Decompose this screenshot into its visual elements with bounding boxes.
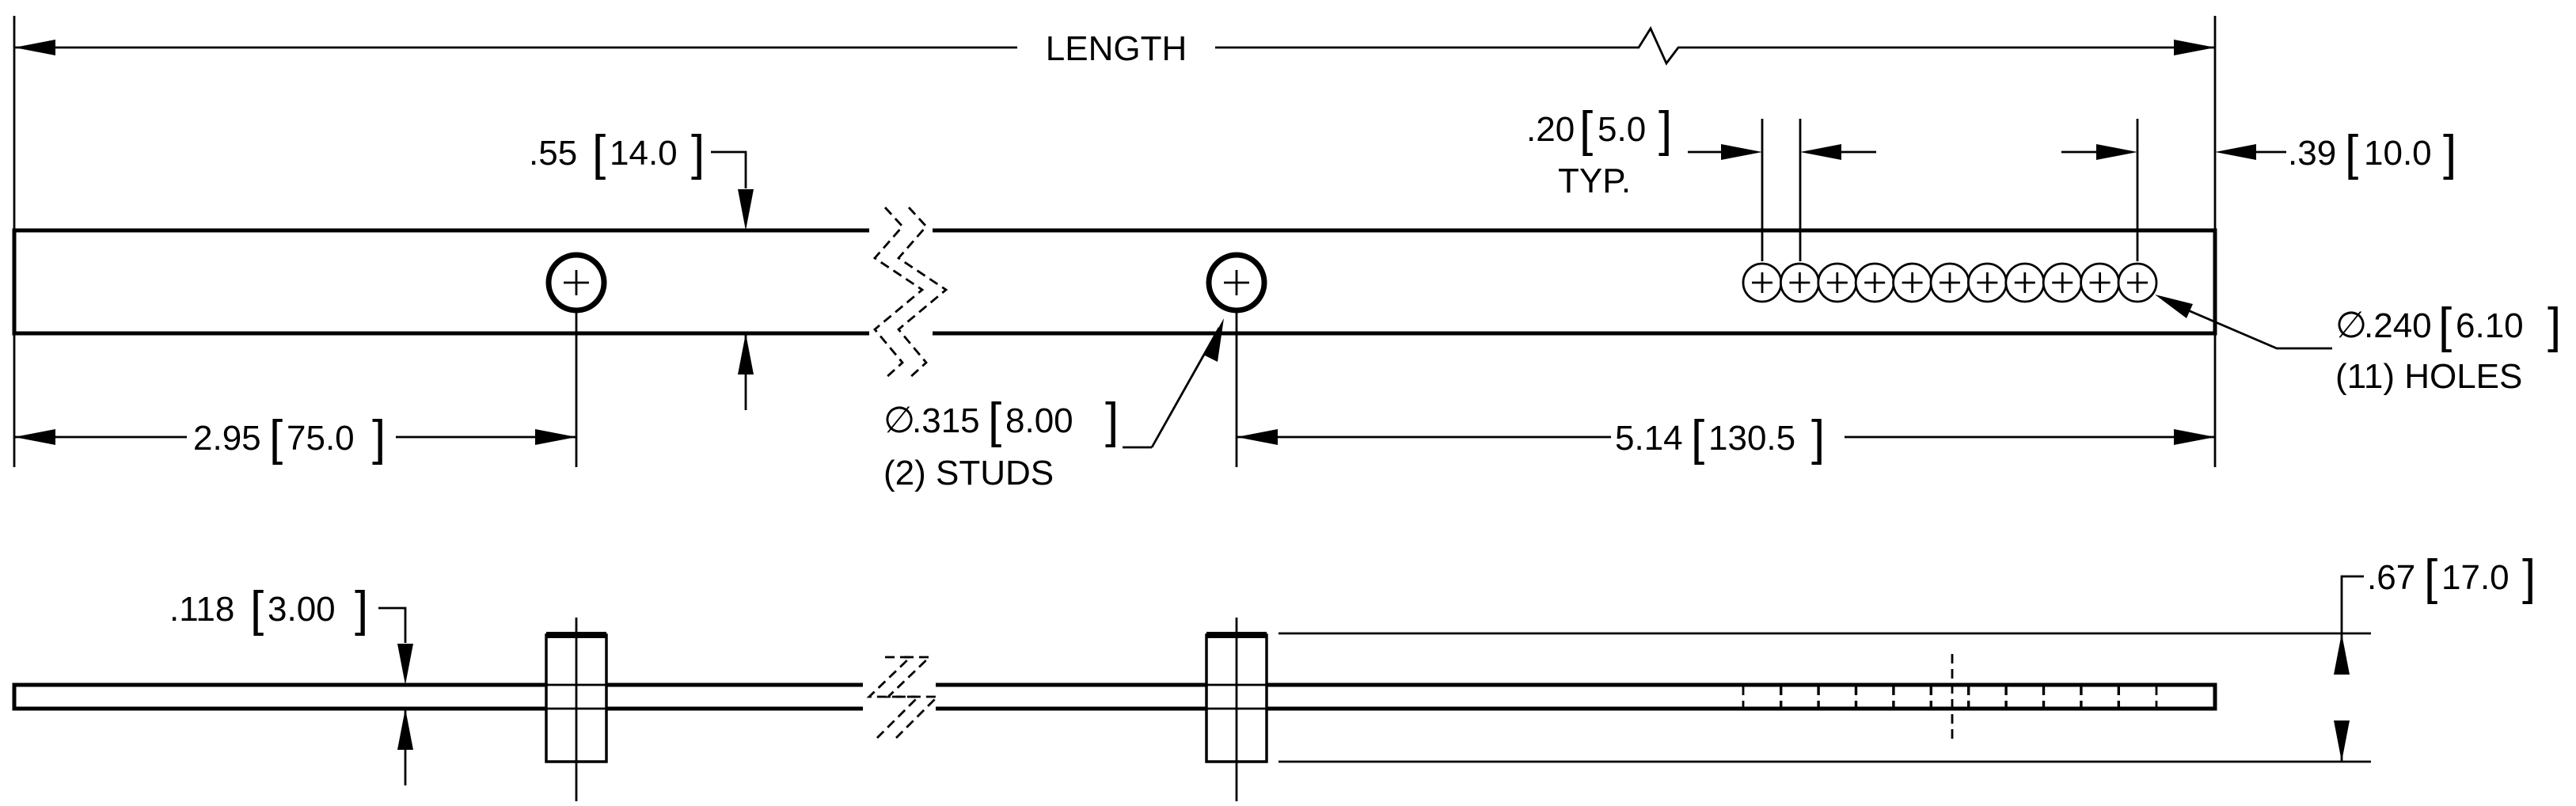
end-offset-mm: 10.0	[2364, 134, 2432, 173]
svg-text:]: ]	[2548, 298, 2561, 353]
length-label: LENGTH	[1046, 29, 1187, 68]
hole-dia-in: .240	[2364, 306, 2432, 345]
height-dimension: .67 [ 17.0 ]	[1279, 550, 2536, 763]
pitch-dimension: .20 [ 5.0 ] TYP.	[1526, 102, 1876, 200]
stud-offset-dimension: 2.95 [ 75.0 ]	[14, 411, 576, 466]
stud-left-top	[545, 252, 607, 314]
hole-pattern-side	[1742, 686, 2158, 708]
length-dimension: LENGTH	[14, 26, 2215, 68]
svg-text:[: [	[2345, 126, 2358, 181]
hole-cross	[2014, 272, 2035, 293]
svg-text:]: ]	[2443, 126, 2456, 181]
svg-text:[: [	[2438, 298, 2452, 353]
hole-dia-mm: 6.10	[2456, 306, 2524, 345]
svg-text:]: ]	[1105, 393, 1119, 448]
break-symbol-top	[869, 207, 948, 380]
hole-cross	[1940, 272, 1960, 293]
stud-offset-mm: 75.0	[287, 419, 355, 458]
hole-dia-symbol: ∅	[2335, 303, 2367, 346]
pitch-in: .20	[1526, 110, 1575, 149]
svg-text:]: ]	[372, 411, 386, 466]
svg-text:[: [	[2424, 550, 2437, 605]
stud-dia-mm: 8.00	[1005, 401, 1073, 440]
hole-cross	[2089, 272, 2111, 293]
height-in: .67	[2367, 558, 2415, 597]
stud-to-end-mm: 130.5	[1708, 419, 1795, 458]
svg-text:.55: .55	[529, 134, 577, 173]
svg-text:]: ]	[355, 582, 368, 637]
pitch-note: TYP.	[1558, 162, 1631, 200]
break-symbol-side	[863, 654, 940, 743]
pitch-mm: 5.0	[1598, 110, 1646, 149]
svg-text:]: ]	[1811, 411, 1825, 466]
svg-text:]: ]	[1658, 102, 1672, 157]
hole-cross	[1977, 272, 1998, 293]
width-in: .55	[529, 134, 577, 173]
stud-to-end-dimension: 5.14 [ 130.5 ]	[1237, 411, 2215, 466]
top-view: LENGTH .55 [ 14.0 ] .20 [ 5.0 ] TYP.	[12, 16, 2561, 492]
hole-pattern-top	[1742, 262, 2158, 303]
svg-text:]: ]	[2522, 550, 2536, 605]
stud-to-end-in: 5.14	[1615, 419, 1683, 458]
width-dimension: .55 [ 14.0 ]	[529, 126, 754, 410]
stud-note: (2) STUDS	[883, 454, 1054, 492]
svg-text:[: [	[269, 411, 283, 466]
hole-cross	[1752, 272, 1772, 293]
hole-cross	[2052, 272, 2073, 293]
thickness-in: .118	[169, 590, 234, 629]
hole-cross	[1864, 272, 1886, 293]
end-offset-in: .39	[2288, 134, 2336, 173]
svg-text:[: [	[1579, 102, 1593, 157]
stud-right-side	[1205, 618, 1268, 801]
height-mm: 17.0	[2441, 558, 2510, 597]
hole-cross	[1902, 272, 1923, 293]
hole-cross	[2127, 272, 2148, 293]
svg-text:[: [	[592, 126, 606, 181]
stud-left-side	[545, 618, 608, 801]
stud-right-top	[1206, 252, 1267, 314]
stud-dia-in: .315	[912, 401, 980, 440]
svg-text:[: [	[1691, 411, 1704, 466]
thickness-dimension: .118 [ 3.00 ]	[169, 582, 413, 785]
end-offset-dimension: .39 [ 10.0 ]	[2061, 126, 2456, 181]
svg-text:[: [	[250, 582, 264, 637]
width-mm: 14.0	[610, 134, 678, 173]
hole-note: (11) HOLES	[2335, 357, 2522, 396]
hole-cross	[1826, 272, 1848, 293]
strip-outline-side	[12, 682, 2217, 711]
stud-callout: ∅ .315 [ 8.00 ] (2) STUDS	[883, 318, 1224, 492]
hole-cross	[1789, 272, 1810, 293]
svg-text:]: ]	[691, 126, 705, 181]
stud-dia-symbol: ∅	[883, 398, 915, 441]
hole-callout: ∅ .240 [ 6.10 ] (11) HOLES	[2155, 295, 2561, 396]
thickness-mm: 3.00	[268, 590, 336, 629]
stud-offset-in: 2.95	[193, 419, 261, 458]
side-view: .118 [ 3.00 ] .67 [ 17.0 ]	[12, 550, 2536, 801]
svg-text:[: [	[988, 393, 1001, 448]
